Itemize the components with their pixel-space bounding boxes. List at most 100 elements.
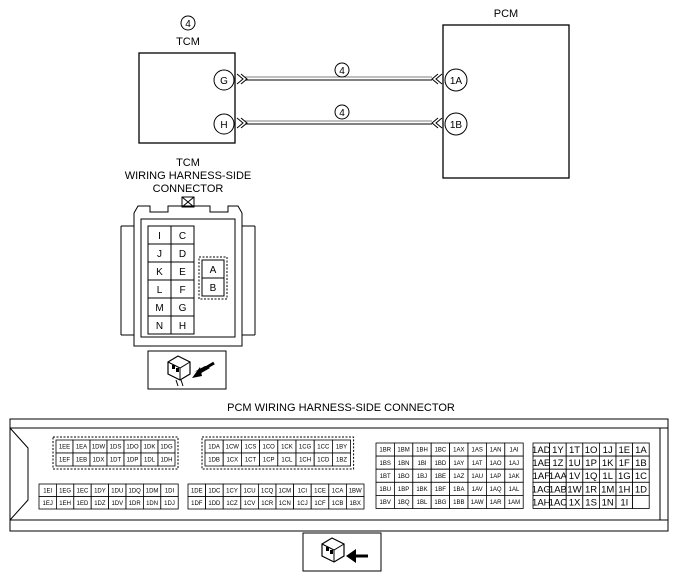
pcm-terminal-label: 1J [603,445,613,456]
pcm-terminal-label: 1AZ [453,474,464,480]
pcm-terminal-label: 1EJ [43,501,53,507]
pcm-terminal-label: 1U [568,458,580,469]
pcm-terminal [331,452,351,467]
pcm-pin-1a [444,68,468,92]
pcm-conn-title: PCM WIRING HARNESS-SIDE CONNECTOR [227,402,455,414]
pcm-terminal-label: 1CM [278,488,291,494]
tcm-inner-terminal-label: A [210,265,217,276]
pcm-box [442,24,570,179]
pcm-terminal-label: 1BL [417,500,428,506]
pcm-terminal [345,496,365,510]
pcm-terminal-label: 1BF [435,487,446,493]
pcm-terminal-label: 1DF [191,501,203,507]
pcm-terminal-label: 1CE [314,488,326,494]
pcm-terminal-label: 1AT [472,461,483,467]
pcm-terminal-label: 1CP [263,458,275,464]
tcm-terminal-label: L [157,285,163,296]
pcm-terminal-label: 1AX [453,448,464,454]
pcm-terminal-label: 1AC [549,497,568,508]
pcm-terminal-label: 1AN [490,448,502,454]
pcm-terminal-label: 1AO [490,461,502,467]
pcm-terminal-label: 1CA [332,488,344,494]
tcm-terminal-label: C [179,231,186,242]
tcm-terminal [170,315,195,335]
pcm-terminal-label: 1DG [160,445,173,451]
pcm-terminal-label: 1M [601,484,614,495]
wire-badge-1 [334,62,350,78]
tcm-inner-pair-frame [198,256,228,300]
pcm-terminal-label: 1CJ [297,501,308,507]
pcm-terminal-label: 1DI [165,488,175,494]
pcm-terminal-label: 1EE [59,445,70,451]
pcm-terminal-label: 1BE [435,474,446,480]
tcm-conn-title-2: WIRING HARNESS-SIDE [125,170,252,182]
tcm-pin-h-label: H [220,120,227,131]
pcm-terminal-label: 1CB [332,501,344,507]
pcm-terminal-label: 1DP [127,458,139,464]
pcm-terminal-label: 1CZ [226,501,238,507]
pcm-terminal-label: 1K [602,458,614,469]
tcm-terminal-label: K [156,267,163,278]
pcm-terminal-label: 1BY [336,445,347,451]
pcm-terminal-label: 1DO [126,445,139,451]
pcm-terminal-label: 1BB [453,500,464,506]
pcm-terminal-label: 1EF [59,458,70,464]
pcm-terminal-label: 1CU [244,488,256,494]
pcm-terminal-label: 1CI [298,488,308,494]
pcm-terminal-label: 1BT [380,474,391,480]
pcm-terminal-label: 1BJ [417,474,427,480]
pcm-terminal-label: 1R [585,484,597,495]
tcm-conn-title-1: TCM [176,157,200,169]
pcm-connector-housing [9,418,669,532]
pcm-pin-1a-label: 1A [450,76,463,87]
pcm-grid-frame [52,436,179,470]
pcm-terminal-label: 1BZ [336,458,347,464]
pcm-terminal-label: 1AM [508,500,520,506]
pcm-terminal-label: 1CW [226,445,240,451]
pcm-terminal-label: 1BR [379,448,391,454]
pcm-terminal-label: 1DJ [164,501,175,507]
pcm-terminal-label: 1P [585,458,597,469]
pcm-terminal-label: 1F [619,458,630,469]
pcm-terminal-label: 1DQ [129,488,142,494]
pcm-terminal-label: 1CN [279,501,291,507]
tcm-terminal-label: I [158,231,161,242]
pcm-terminal-label: 1AF [533,471,551,482]
pcm-terminal-label: 1Q [585,471,598,482]
pcm-pin-1b [444,112,468,136]
pcm-view-direction-icon [302,532,382,572]
pcm-terminal-label: 1EC [77,488,89,494]
pcm-terminal-label: 1O [585,445,598,456]
pcm-terminal-label: 1BN [398,461,410,467]
pcm-terminal-label: 1AE [532,458,550,469]
pcm-terminal-label: 1D [635,484,647,495]
pcm-terminal-label: 1DK [144,445,156,451]
tcm-terminal-label: D [179,249,186,260]
tcm-label: TCM [176,36,200,48]
pcm-terminal-label: 1DX [93,458,105,464]
pcm-terminal-label: 1CG [299,445,312,451]
pcm-terminal-label: 1DT [110,458,122,464]
pcm-terminal-label: 1DW [92,445,106,451]
tcm-box [138,52,236,144]
pcm-terminal-label: 1CT [245,458,257,464]
chevron-g-tcm-icon [236,73,248,85]
pcm-terminal-label: 1BO [398,474,410,480]
pcm-terminal-label: 1BK [416,487,427,493]
pcm-terminal-label: 1BH [416,448,428,454]
pcm-terminal-label: 1EI [43,488,52,494]
pcm-terminal-label: 1CF [314,501,326,507]
tcm-terminal-label: H [179,321,186,332]
pcm-terminal-label: 1DN [146,501,158,507]
chevron-h-tcm-icon [236,117,248,129]
pcm-terminal-label: 1DR [129,501,142,507]
tcm-inner-terminal [201,277,225,297]
pcm-terminal-label: 1BU [379,487,391,493]
pcm-terminal-label: 1EH [59,501,71,507]
pcm-terminal-label: 1Y [552,445,564,456]
pcm-terminal-label: 1AV [472,487,483,493]
pcm-terminal-label: 1T [569,445,580,456]
wire-badge-2 [334,104,350,120]
